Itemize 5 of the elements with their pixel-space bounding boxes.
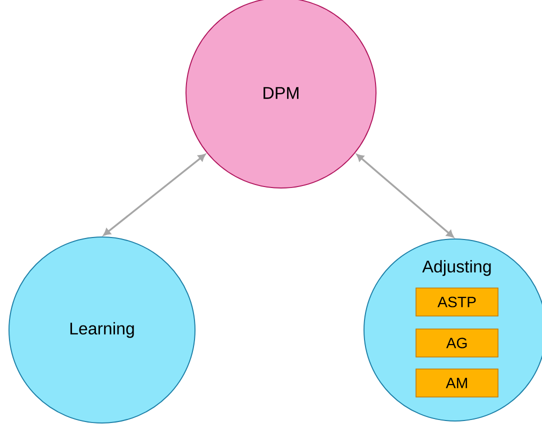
label-box: AG	[416, 328, 498, 358]
label-box: AM	[416, 368, 498, 398]
label-box: ASTP	[416, 288, 498, 316]
arrow	[103, 154, 206, 236]
arrow	[356, 154, 454, 238]
